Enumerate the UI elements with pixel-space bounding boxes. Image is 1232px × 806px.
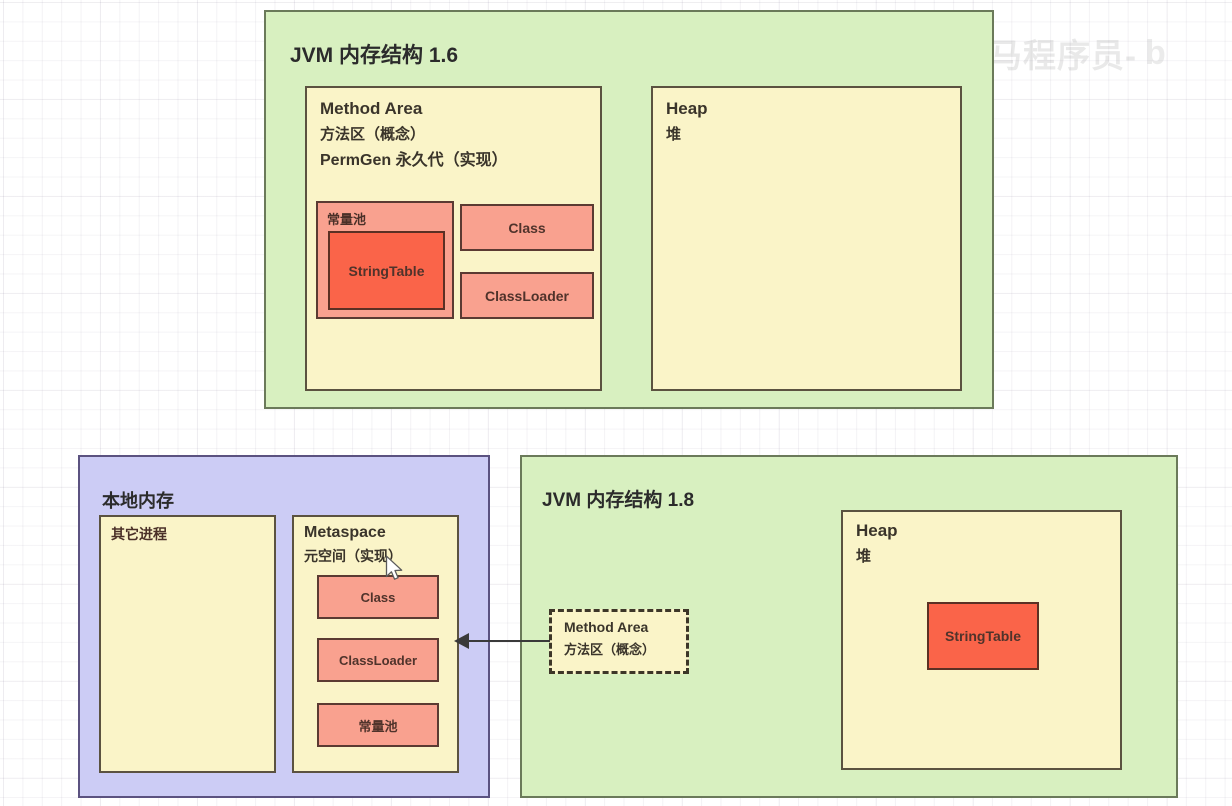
jvm18-container: JVM 内存结构 1.8 Heap 堆 StringTable [520,455,1178,798]
other-process-box: 其它进程 [99,515,276,773]
jvm16-method-area: Method Area 方法区（概念） PermGen 永久代（实现） 常量池 … [305,86,602,391]
metaspace-box: Metaspace 元空间（实现） Class ClassLoader 常量池 [292,515,459,773]
string-table-box-16: StringTable [328,231,445,310]
watermark-logo-icon: b [1145,33,1166,72]
metaspace-class-label: Class [360,589,396,605]
watermark: 黑马程序员- b [955,22,1225,84]
method-area-concept-en: Method Area [564,619,649,635]
metaspace-title-zh: 元空间（实现） [304,548,402,564]
heap-title-zh-16: 堆 [666,126,682,143]
metaspace-classloader-box: ClassLoader [317,638,439,682]
jvm18-title: JVM 内存结构 1.8 [542,490,695,511]
method-area-title-zh: 方法区（概念） [320,126,426,143]
method-area-title-en: Method Area [320,99,423,118]
heap-title-en-16: Heap [666,99,708,118]
metaspace-title-en: Metaspace [304,524,386,541]
arrow-head-icon [454,633,469,649]
classloader-box-16: ClassLoader [460,272,594,319]
arrow-line [468,640,550,642]
other-process-label: 其它进程 [111,526,167,542]
jvm18-heap: Heap 堆 StringTable [841,510,1122,770]
metaspace-classloader-label: ClassLoader [338,652,418,668]
string-table-label-16: StringTable [348,262,425,279]
heap-title-zh-18: 堆 [856,548,872,565]
constant-pool-label: 常量池 [327,212,367,227]
class-label-16: Class [508,219,546,236]
metaspace-constant-pool-box: 常量池 [317,703,439,747]
native-memory-title: 本地内存 [102,491,174,511]
constant-pool-box: 常量池 StringTable [316,201,454,319]
method-area-concept-zh: 方法区（概念） [564,642,656,657]
jvm16-heap: Heap 堆 [651,86,962,391]
metaspace-constant-pool-label: 常量池 [358,718,398,734]
jvm16-container: JVM 内存结构 1.6 Method Area 方法区（概念） PermGen… [264,10,994,409]
method-area-permgen: PermGen 永久代（实现） [320,152,508,169]
method-area-concept-box: Method Area 方法区（概念） [549,609,689,674]
classloader-label-16: ClassLoader [484,287,570,304]
jvm16-title: JVM 内存结构 1.6 [290,44,459,67]
heap-title-en-18: Heap [856,521,898,540]
native-memory-container: 本地内存 其它进程 Metaspace 元空间（实现） Class ClassL… [78,455,490,798]
class-box-16: Class [460,204,594,251]
string-table-label-18: StringTable [945,628,1021,644]
metaspace-class-box: Class [317,575,439,619]
string-table-box-18: StringTable [927,602,1039,670]
